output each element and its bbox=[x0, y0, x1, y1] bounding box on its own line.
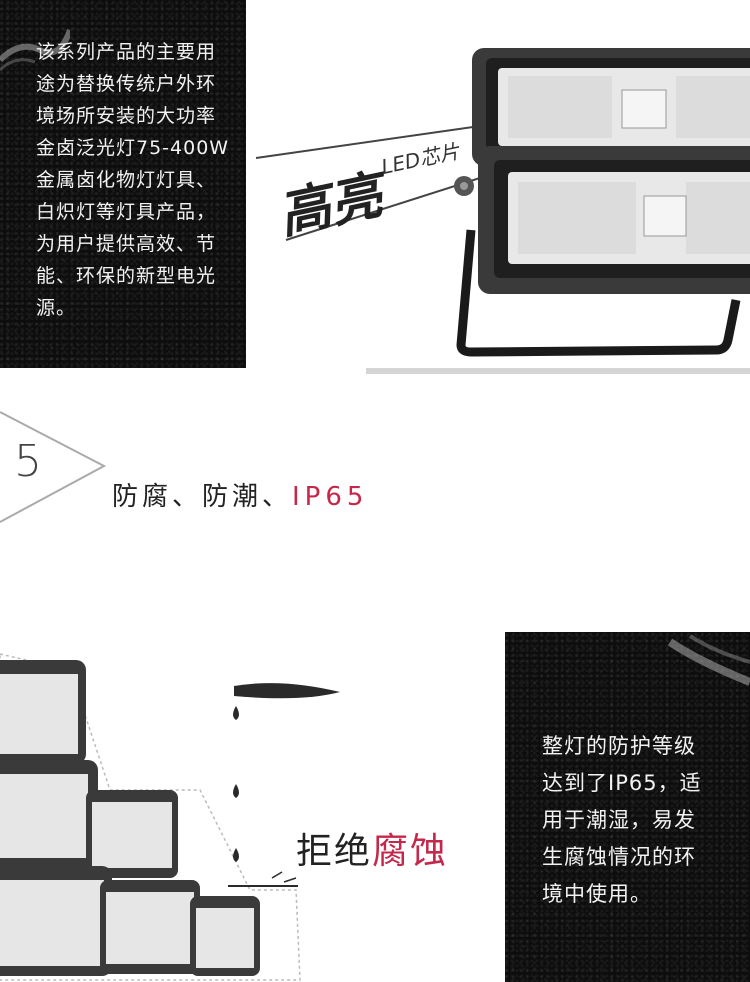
water-droplets-illustration bbox=[228, 683, 340, 887]
section-title: 防腐、防潮、IP65 bbox=[112, 476, 368, 513]
stacked-floodlights-illustration bbox=[0, 653, 301, 981]
reject-prefix: 拒绝 bbox=[296, 831, 373, 872]
droplet-icon bbox=[233, 706, 239, 720]
intro-description: 该系列产品的主要用 途为替换传统户外环 境场所安装的大功率 金卤泛光灯75-40… bbox=[36, 41, 230, 319]
led-array-upper bbox=[508, 76, 750, 138]
section-arrow-marker bbox=[0, 411, 107, 523]
section-number: 5 bbox=[14, 436, 42, 487]
intro-panel: 该系列产品的主要用 途为替换传统户外环 境场所安装的大功率 金卤泛光灯75-40… bbox=[0, 0, 246, 368]
brush-stroke-decoration bbox=[0, 28, 70, 72]
section-title-main: 防腐、防潮、 bbox=[112, 482, 293, 512]
high-bright-label: 高亮 bbox=[273, 164, 395, 246]
protection-panel bbox=[505, 632, 750, 982]
reject-corrosion-title: 拒绝腐蚀 bbox=[296, 822, 448, 874]
reject-accent: 腐蚀 bbox=[372, 831, 449, 872]
protection-description: 整灯的防护等级 达到了IP65，适 用于潮湿，易发 生腐蚀情况的环 境中使用。 bbox=[542, 734, 702, 906]
led-chip-label: LED芯片 bbox=[379, 139, 462, 179]
floodlight-illustration: 高亮 LED芯片 bbox=[255, 48, 750, 374]
brush-stroke-decoration bbox=[667, 634, 750, 686]
droplet-icon bbox=[233, 848, 239, 862]
section-title-accent: IP65 bbox=[292, 482, 369, 512]
droplet-icon bbox=[233, 784, 239, 798]
